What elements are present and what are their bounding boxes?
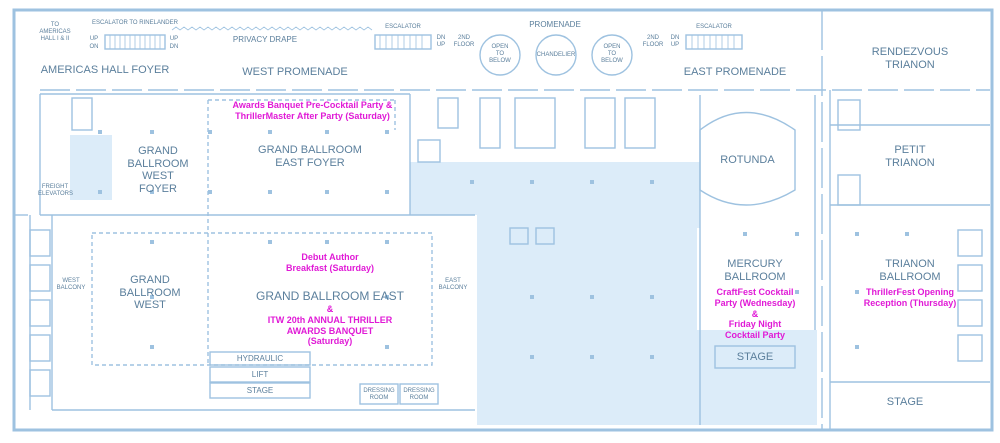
petit-trianon-label: PETIT TRIANON xyxy=(885,144,935,169)
dn-label: DN xyxy=(169,44,179,50)
ballroom-outline xyxy=(91,232,433,366)
lift-label: LIFT xyxy=(251,370,269,379)
dn-up-right-label: DN UP xyxy=(670,35,680,48)
event-thrillerfest-opening: ThrillerFest Opening Reception (Thursday… xyxy=(863,287,957,308)
on-label: ON xyxy=(89,44,99,50)
privacy-drape-label: PRIVACY DRAPE xyxy=(232,35,298,44)
core-block-1 xyxy=(437,97,459,129)
stair-left-1 xyxy=(29,229,51,257)
stair-left-5 xyxy=(29,369,51,397)
chandelier-circle xyxy=(535,34,577,76)
east-balcony-label: EAST BALCONY xyxy=(438,278,468,291)
privacy-drape xyxy=(171,26,373,31)
stair-left-2 xyxy=(29,264,51,292)
west-promenade-label: WEST PROMENADE xyxy=(242,66,348,78)
americas-foyer-label: AMERICAS HALL FOYER xyxy=(40,64,170,76)
event-awards-precocktail: Awards Banquet Pre-Cocktail Party & Thri… xyxy=(232,100,393,121)
elevator-center-2 xyxy=(535,227,555,245)
core-block-5 xyxy=(624,97,656,149)
floor-2nd-right-label: 2ND FLOOR xyxy=(642,35,664,48)
gb-east-foyer-label: GRAND BALLROOM EAST FOYER xyxy=(258,144,362,169)
open-below-2-label: OPEN TO BELOW xyxy=(601,44,623,64)
dressing-room-1 xyxy=(359,383,399,405)
stair-right-2 xyxy=(957,264,983,292)
mercury-ballroom-label: MERCURY BALLROOM xyxy=(724,258,786,283)
stage-2-label: STAGE xyxy=(736,351,774,363)
freight-elevators-label: FREIGHT ELEVATORS xyxy=(38,184,74,197)
core-block-2 xyxy=(479,97,501,149)
core-block-6 xyxy=(417,139,441,163)
shaded-freight-area xyxy=(70,135,112,200)
stage-3-label: STAGE xyxy=(886,396,924,408)
gb-east-label: GRAND BALLROOM EAST xyxy=(255,289,405,303)
hydraulic-box xyxy=(209,351,311,366)
event-craftfest: CraftFest Cocktail Party (Wednesday) & F… xyxy=(714,287,796,341)
core-block-3 xyxy=(514,97,556,149)
gb-west-foyer-label: GRAND BALLROOM WEST FOYER xyxy=(127,145,189,195)
dressing-room-1-label: DRESSING ROOM xyxy=(363,388,395,401)
rotunda-label: ROTUNDA xyxy=(720,154,775,166)
stair-left-top xyxy=(71,97,93,131)
shaded-mercury-lower xyxy=(697,330,817,425)
open-below-circle-1 xyxy=(479,34,521,76)
promenade-label: PROMENADE xyxy=(529,20,581,29)
stair-left-4 xyxy=(29,334,51,362)
restroom-right-1 xyxy=(837,99,861,131)
escalator-center-right xyxy=(685,34,743,50)
hydraulic-label: HYDRAULIC xyxy=(236,354,284,363)
west-balcony-label: WEST BALCONY xyxy=(56,278,86,291)
mercury-stage xyxy=(714,345,796,369)
lift-box xyxy=(209,366,311,383)
event-debut-author: Debut Author Breakfast (Saturday) xyxy=(285,252,375,273)
escalator-right-label: ESCALATOR xyxy=(696,24,732,30)
open-below-circle-2 xyxy=(591,34,633,76)
dressing-room-2-label: DRESSING ROOM xyxy=(403,388,435,401)
elevator-center xyxy=(509,227,529,245)
up2-label: UP xyxy=(169,36,179,42)
stage-box xyxy=(209,382,311,399)
stair-left-3 xyxy=(29,299,51,327)
shaded-open-area xyxy=(410,162,700,425)
stair-right-1 xyxy=(957,229,983,257)
outer-wall xyxy=(12,8,994,432)
restroom-right-2 xyxy=(837,174,861,206)
trianon-ballroom-label: TRIANON BALLROOM xyxy=(879,258,941,283)
escalator-center-left xyxy=(374,34,432,50)
gb-west-label: GRAND BALLROOM WEST xyxy=(119,274,181,312)
open-below-1-label: OPEN TO BELOW xyxy=(489,44,511,64)
event-itw-banquet: & ITW 20th ANNUAL THRILLER AWARDS BANQUE… xyxy=(267,304,393,347)
floor-2nd-left-label: 2ND FLOOR xyxy=(453,35,475,48)
to-americas-label: TO AMERICAS HALL I & II xyxy=(39,22,71,42)
core-block-4 xyxy=(584,97,616,149)
dn-up-left-label: DN UP xyxy=(436,35,446,48)
escalator-left-label: ESCALATOR xyxy=(385,24,421,30)
dressing-room-2 xyxy=(399,383,439,405)
stair-right-3 xyxy=(957,299,983,327)
chandelier-label: CHANDELIER xyxy=(536,52,576,58)
stair-right-4 xyxy=(957,334,983,362)
east-promenade-label: EAST PROMENADE xyxy=(683,66,787,78)
up-label: UP xyxy=(89,36,99,42)
escalator-rinelander-label: ESCALATOR TO RINELANDER xyxy=(92,20,178,26)
rendezvous-label: RENDEZVOUS TRIANON xyxy=(871,46,949,71)
stage-1-label: STAGE xyxy=(246,386,274,395)
rotunda-wall xyxy=(699,111,796,206)
